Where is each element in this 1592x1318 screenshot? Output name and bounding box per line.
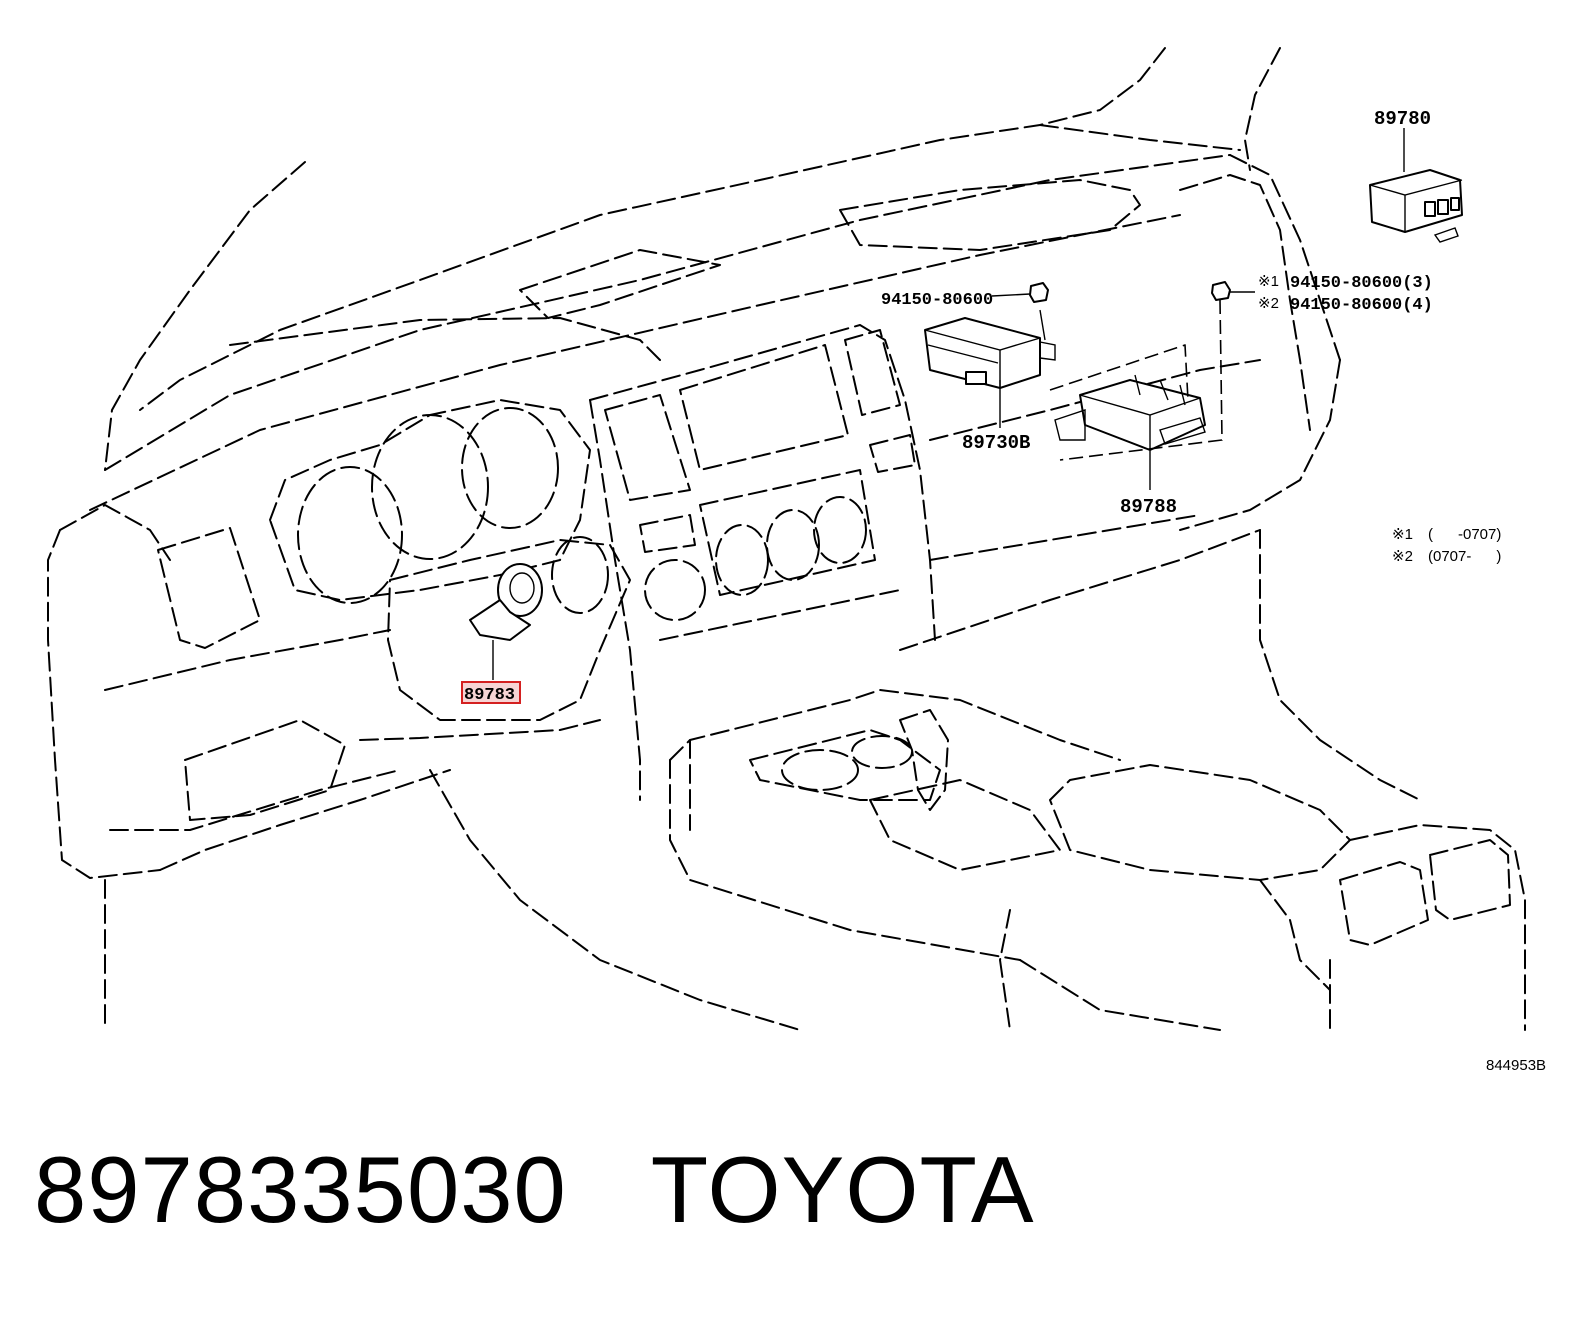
label-89780[interactable]: 89780: [1374, 108, 1431, 130]
part-89783[interactable]: [469, 563, 543, 680]
marker-2: ※2: [1258, 295, 1279, 312]
caption-part-number: 8978335030: [34, 1137, 567, 1242]
label-bolt-right-1[interactable]: 94150-80600(3): [1290, 274, 1433, 293]
legend-mark-2: ※2: [1392, 548, 1413, 565]
dashboard-top: [89, 154, 1341, 531]
dashboard-left-end: [47, 504, 451, 1031]
illustration-code: 844953B: [1486, 1057, 1546, 1074]
center-stack: [589, 324, 936, 801]
legend: ※1 ( -0707) ※2 (0707- ): [1392, 526, 1501, 565]
legend-mark-1: ※1: [1392, 526, 1413, 543]
part-89780[interactable]: [1369, 128, 1463, 243]
label-89788[interactable]: 89788: [1120, 496, 1177, 518]
caption: 8978335030 TOYOTA: [34, 1140, 1035, 1240]
steering-column-cover: [359, 539, 801, 1031]
bolt-right[interactable]: [1049, 281, 1255, 461]
label-89783-highlight[interactable]: 89783: [461, 681, 521, 705]
center-console: [669, 689, 1121, 1031]
label-89730b[interactable]: 89730B: [962, 432, 1030, 454]
label-89783[interactable]: 89783: [464, 686, 515, 705]
rear-console: [1019, 764, 1526, 1031]
label-bolt-right-2[interactable]: 94150-80600(4): [1290, 296, 1433, 315]
bolt-left[interactable]: [991, 282, 1049, 303]
label-bolt-left[interactable]: 94150-80600: [881, 291, 993, 310]
marker-1: ※1: [1258, 273, 1279, 290]
legend-range-1: ( -0707): [1428, 526, 1501, 543]
caption-brand: TOYOTA: [650, 1137, 1035, 1242]
instrument-cluster: [269, 399, 609, 614]
part-89730b[interactable]: [924, 309, 1056, 428]
legend-range-2: (0707- ): [1428, 548, 1501, 565]
part-89788[interactable]: [1054, 374, 1206, 490]
windshield-outline: [104, 47, 1281, 471]
